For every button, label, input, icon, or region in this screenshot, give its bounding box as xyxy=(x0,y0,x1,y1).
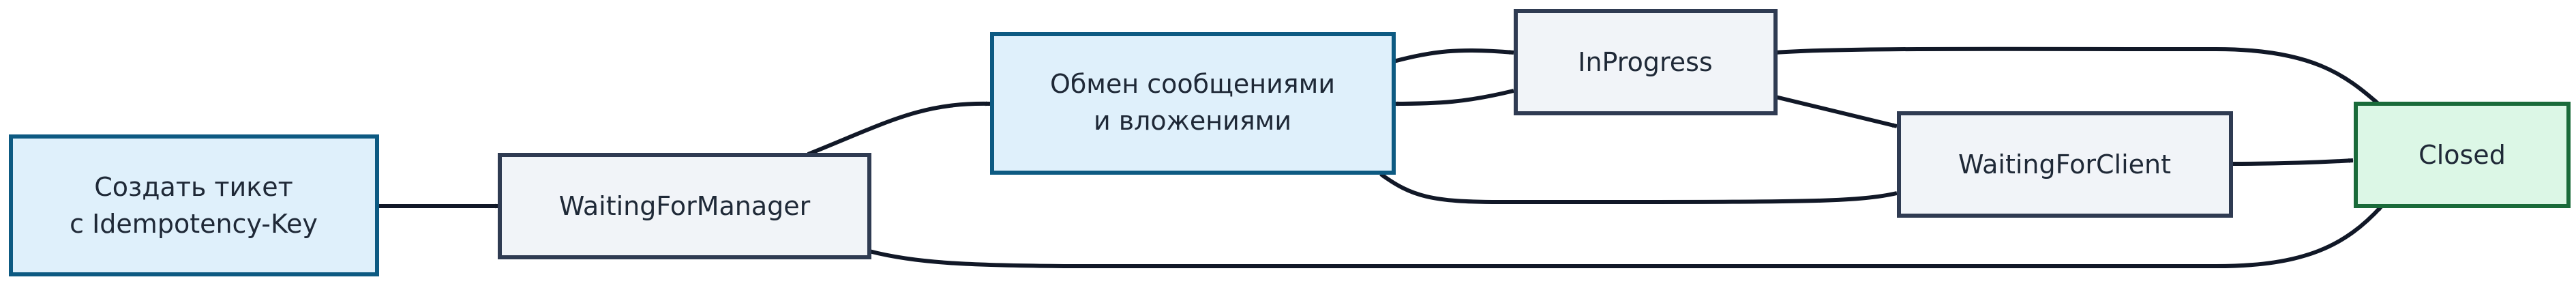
edge-waiting-for-manager-to-exchange xyxy=(807,101,991,156)
edges xyxy=(377,46,2384,268)
node-in-progress-box xyxy=(1514,9,1778,115)
node-create-ticket-box xyxy=(9,134,379,276)
node-closed-box xyxy=(2354,102,2571,208)
node-create-ticket: Создать тикет с Idempotency-Key xyxy=(9,134,379,276)
node-in-progress: InProgress xyxy=(1514,9,1778,115)
node-create-ticket-line1: Создать тикет xyxy=(94,172,293,202)
node-exchange: Обмен сообщениями и вложениями xyxy=(990,32,1396,175)
node-waiting-for-manager-label: WaitingForManager xyxy=(559,191,811,221)
edge-in-progress-to-closed xyxy=(1775,46,2380,106)
node-exchange-line1: Обмен сообщениями xyxy=(1050,69,1335,99)
node-waiting-for-manager-box xyxy=(498,153,871,259)
node-exchange-box xyxy=(990,32,1396,175)
node-closed-label: Closed xyxy=(2418,140,2506,170)
edge-in-progress-to-exchange xyxy=(1393,89,1514,106)
node-in-progress-label: InProgress xyxy=(1578,47,1712,77)
node-waiting-for-client-box xyxy=(1897,111,2233,218)
node-exchange-line2: и вложениями xyxy=(1094,106,1291,136)
node-create-ticket-line2: с Idempotency-Key xyxy=(70,209,318,239)
node-waiting-for-manager: WaitingForManager xyxy=(498,153,871,259)
node-closed: Closed xyxy=(2354,102,2571,208)
node-waiting-for-client: WaitingForClient xyxy=(1897,111,2233,218)
edge-exchange-to-in-progress xyxy=(1393,48,1514,63)
node-waiting-for-client-label: WaitingForClient xyxy=(1958,149,2171,179)
edge-waiting-for-manager-to-closed xyxy=(869,204,2384,268)
edge-in-progress-to-waiting-for-client xyxy=(1775,95,1898,128)
edge-waiting-for-client-to-closed xyxy=(2230,158,2354,166)
edge-waiting-for-client-to-exchange xyxy=(1379,172,1898,204)
